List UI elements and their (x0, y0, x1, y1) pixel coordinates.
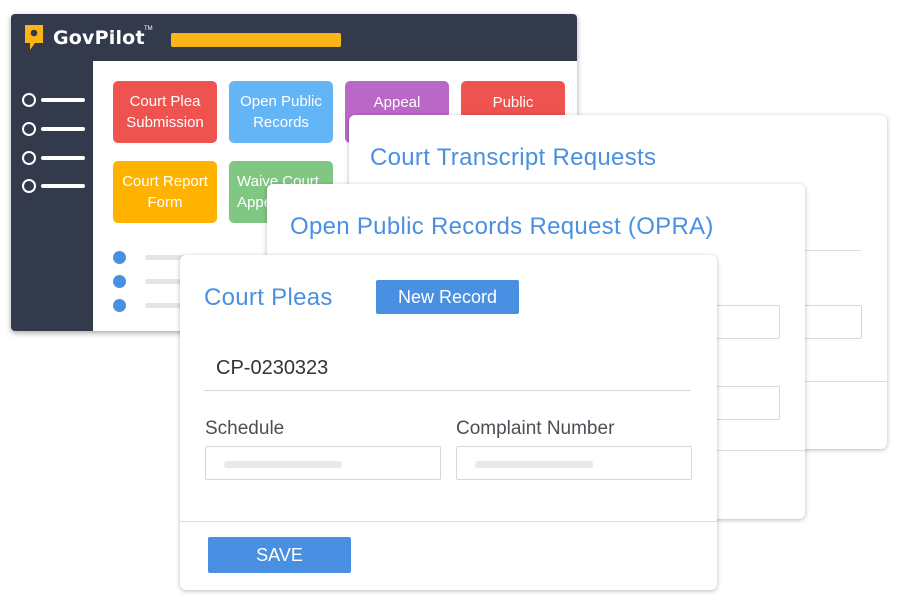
radio-icon (22, 122, 36, 136)
list-placeholder-line (145, 279, 185, 284)
card-title: Open Public Records Request (OPRA) (290, 213, 714, 240)
record-id-underline (204, 390, 691, 391)
tile-court-plea-submission[interactable]: Court Plea Submission (113, 81, 217, 143)
card-title: Court Transcript Requests (370, 144, 657, 171)
complaint-number-label: Complaint Number (456, 418, 615, 439)
tile-court-report-form[interactable]: Court Report Form (113, 161, 217, 223)
radio-icon (22, 93, 36, 107)
card-title: Court Pleas (204, 284, 333, 311)
sidebar-item-label-placeholder (41, 156, 85, 160)
brand-name: GovPilot (53, 27, 145, 49)
header-placeholder-bar (171, 33, 341, 47)
sidebar (11, 61, 93, 331)
input-placeholder-bar (224, 461, 342, 468)
app-header: GovPilot TM (11, 14, 577, 61)
sidebar-item-label-placeholder (41, 98, 85, 102)
govpilot-logo-icon (25, 25, 43, 50)
tile-open-public-records[interactable]: Open Public Records (229, 81, 333, 143)
sidebar-item[interactable] (22, 150, 92, 166)
complaint-number-input[interactable] (456, 446, 692, 480)
schedule-label: Schedule (205, 418, 285, 439)
card-court-pleas: Court Pleas New Record CP-0230323 Schedu… (180, 255, 717, 590)
bullet-dot (113, 251, 126, 264)
radio-icon (22, 179, 36, 193)
sidebar-item[interactable] (22, 121, 92, 137)
list-placeholder-line (145, 303, 185, 308)
schedule-input[interactable] (205, 446, 441, 480)
sidebar-item-label-placeholder (41, 127, 85, 131)
input-placeholder-bar (475, 461, 593, 468)
sidebar-item[interactable] (22, 92, 92, 108)
bullet-dot (113, 275, 126, 288)
new-record-button[interactable]: New Record (376, 280, 519, 314)
save-button[interactable]: SAVE (208, 537, 351, 573)
sidebar-item[interactable] (22, 178, 92, 194)
list-placeholder-line (145, 255, 185, 260)
record-id-field[interactable]: CP-0230323 (216, 357, 329, 379)
radio-icon (22, 151, 36, 165)
trademark: TM (144, 26, 153, 32)
sidebar-item-label-placeholder (41, 184, 85, 188)
footer-divider (180, 521, 717, 522)
bullet-dot (113, 299, 126, 312)
